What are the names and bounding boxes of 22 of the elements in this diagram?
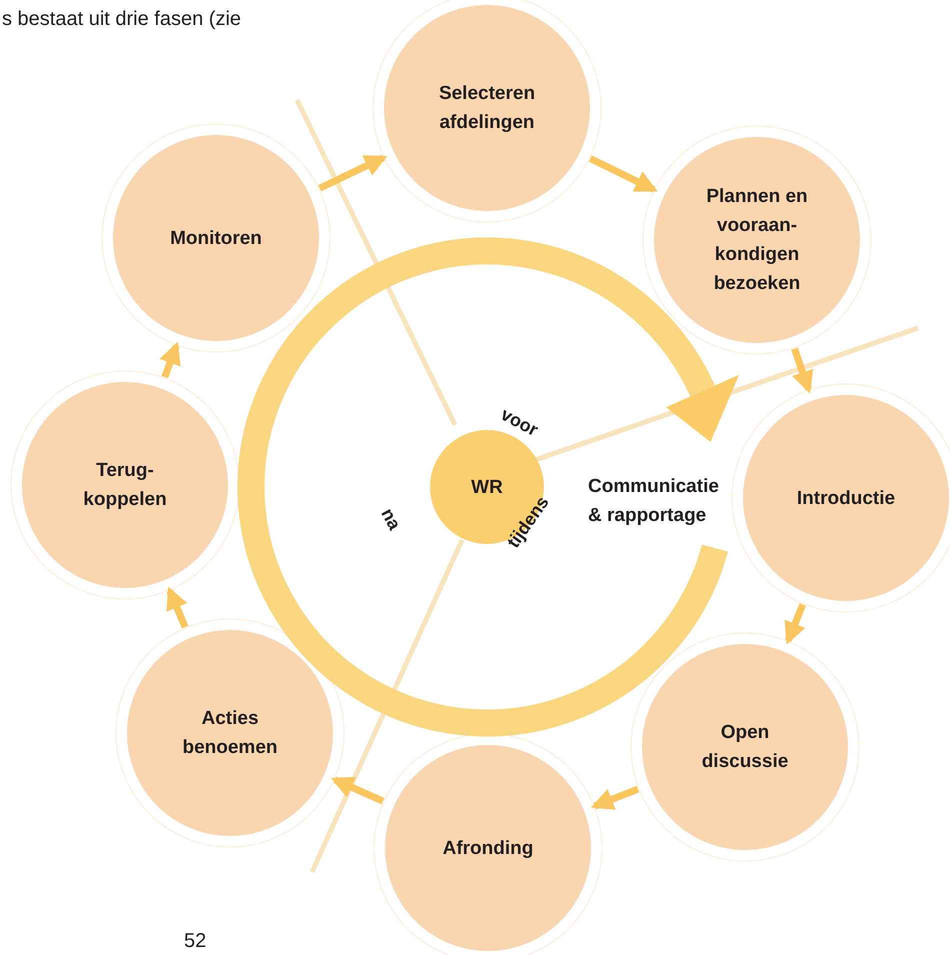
arrow — [784, 603, 806, 645]
ring-label: Communicatie & rapportage — [588, 475, 720, 528]
arrow — [330, 776, 384, 804]
step-label: Acties benoemen — [181, 707, 279, 760]
step-label: Monitoren — [170, 226, 262, 250]
step-label: WR — [471, 476, 503, 500]
arrow — [166, 586, 188, 628]
step-label: Afronding — [442, 836, 534, 860]
step-label: Open discussie — [700, 721, 790, 774]
step-label: Terug- koppelen — [82, 459, 168, 512]
arrow — [590, 786, 640, 810]
phase-label: voor — [497, 404, 542, 441]
step-label: Selecteren afdelingen — [438, 82, 536, 135]
page-number: 52 — [184, 930, 206, 953]
arrow — [791, 348, 814, 394]
body-text: s bestaat uit drie fasen (zie — [2, 8, 242, 31]
step-label: Plannen en vooraan- kondigen bezoeken — [705, 185, 809, 296]
arrow — [318, 154, 388, 192]
arrow — [160, 342, 181, 378]
step-label: Introductie — [796, 486, 896, 510]
arrow — [588, 155, 658, 193]
phase-label: na — [376, 505, 405, 534]
